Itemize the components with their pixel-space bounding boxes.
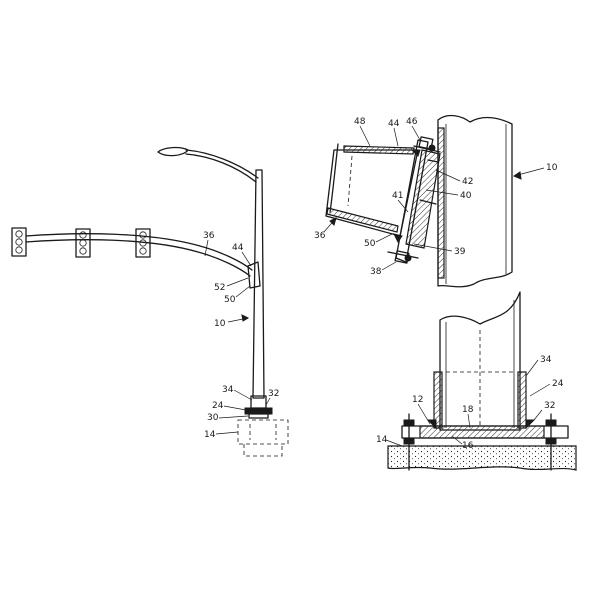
label-24: 24 [212,401,224,411]
label-36: 36 [203,231,215,241]
lamp-arm [185,149,259,179]
arm-connection-detail-figure: 48 44 46 42 40 41 39 50 38 36 10 [314,114,558,288]
arm-bracket [247,261,261,289]
label-38: 38 [370,267,382,277]
pole-shaft [252,169,265,399]
pole-base-plate [244,407,273,415]
label-41: 41 [392,191,403,201]
label-12: 12 [412,395,423,405]
base-detail-ground [387,445,577,471]
label-32-base: 32 [544,401,555,411]
foundation [237,419,289,445]
label-42: 42 [462,177,473,187]
label-52: 52 [214,283,225,293]
pole-assembly-figure: 36 44 52 50 10 34 32 24 30 14 [11,146,289,457]
label-10: 10 [214,319,226,329]
label-10-detail: 10 [546,163,558,173]
mast-arm [25,233,253,271]
label-14: 14 [204,430,216,440]
label-34-base: 34 [540,355,552,365]
label-36-detail: 36 [314,231,326,241]
lamp-head [157,146,189,157]
label-34: 34 [222,385,234,395]
label-16: 16 [462,441,474,451]
lower-bolt [387,250,419,264]
label-44-detail: 44 [388,119,400,129]
signal-head-3 [135,228,151,258]
signal-head-2 [75,228,91,258]
label-24-base: 24 [552,379,564,389]
label-32: 32 [268,389,279,399]
label-50-detail: 50 [364,239,376,249]
label-39: 39 [454,247,466,257]
upper-bolt [413,136,441,153]
signal-head-1 [11,227,27,257]
label-46: 46 [406,117,418,127]
label-44: 44 [232,243,244,253]
label-40: 40 [460,191,472,201]
detail-pole [437,114,513,288]
label-30: 30 [207,413,219,423]
label-48: 48 [354,117,366,127]
label-50: 50 [224,295,236,305]
label-18: 18 [462,405,474,415]
detail-mounting-plate [395,139,429,263]
base-section-detail-figure: 34 24 12 18 32 14 16 [376,291,577,471]
label-14-base: 14 [376,435,388,445]
base-detail-pole [439,291,521,431]
